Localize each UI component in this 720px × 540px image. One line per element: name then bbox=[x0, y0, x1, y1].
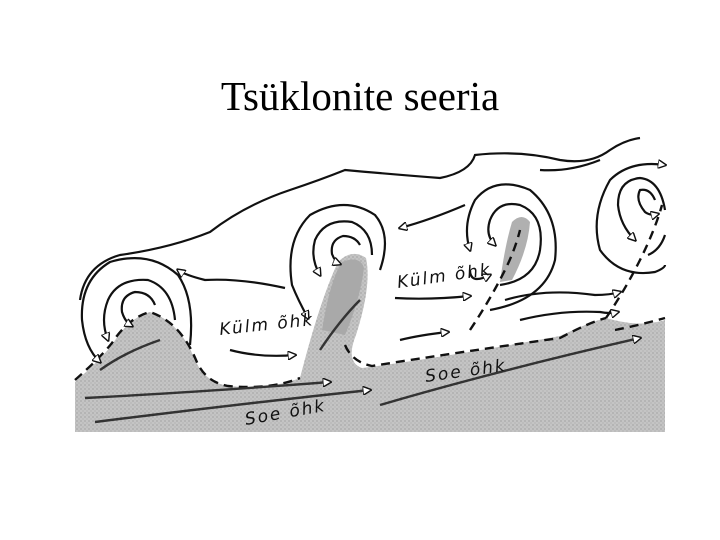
cold-air-flow-arrow-7 bbox=[399, 332, 448, 342]
cold-air-flow-arrow-2 bbox=[400, 203, 466, 228]
cold-air-flow-arrow-1 bbox=[178, 270, 286, 290]
warm-air-flow-arrow-2 bbox=[94, 390, 370, 424]
upper-flow-line bbox=[78, 136, 641, 301]
front-line-5 bbox=[614, 316, 666, 332]
front-line-2 bbox=[343, 316, 607, 368]
cyclone-3-spiral bbox=[467, 183, 557, 312]
cold-air-flow-arrow-3 bbox=[394, 296, 470, 299]
front-line-4 bbox=[605, 204, 664, 319]
cold-air-flow-arrow-5 bbox=[504, 292, 620, 302]
slide-title: Tsüklonite seeria bbox=[220, 73, 500, 119]
cyclone-1-spiral bbox=[80, 257, 193, 362]
front-line-1 bbox=[74, 310, 301, 389]
label-cold-air-right: Külm õhk bbox=[396, 260, 493, 293]
warm-air-flow-arrow-5 bbox=[319, 299, 361, 351]
cold-air-flow-arrow-4 bbox=[229, 348, 295, 356]
front-line-3 bbox=[469, 229, 522, 331]
cold-air-flow-arrow-6 bbox=[519, 312, 618, 322]
warm-air-flow-arrow-3 bbox=[379, 338, 640, 407]
warm-air-sector bbox=[75, 253, 665, 432]
warm-air-flow-arrow-1 bbox=[84, 382, 330, 400]
upper-flow-line-2 bbox=[539, 158, 601, 172]
warm-air-flow-arrow-4 bbox=[99, 338, 161, 371]
cyclone-2-spiral bbox=[289, 204, 387, 318]
label-cold-air-left: Külm õhk bbox=[218, 310, 315, 340]
occlusion-tongue-2 bbox=[322, 259, 364, 335]
cyclone-4-spiral bbox=[595, 164, 665, 275]
